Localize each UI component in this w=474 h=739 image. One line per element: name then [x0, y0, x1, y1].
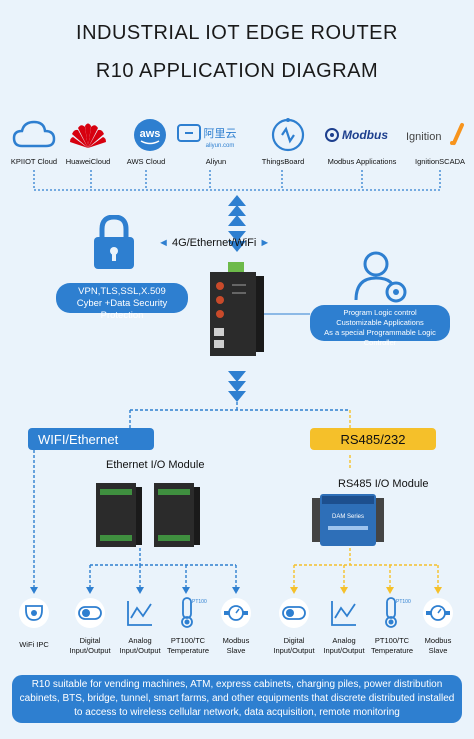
aliyun-logo-subtext: aliyun.com [206, 143, 235, 149]
rs485-pill: RS485/232 [310, 428, 436, 450]
plc-text-line1: Program Logic control [343, 308, 417, 317]
kpiiot-cloud-icon [8, 115, 60, 155]
device-label-analog-io: Analog Input/Output [119, 636, 161, 655]
cloud-label-aliyun: Aliyun [205, 157, 227, 166]
ethernet-io-module-device [94, 477, 204, 549]
padlock-icon [92, 215, 136, 271]
plc-text-line2: Customizable Applications [336, 318, 424, 327]
cloud-label-huawei: HuaweiCloud [65, 157, 111, 166]
plc-bubble: Program Logic control Customizable Appli… [310, 305, 450, 347]
device-label-digital-io: Digital Input/Output [69, 636, 111, 655]
aliyun-logo-text: 阿里云 [204, 127, 237, 140]
cloud-label-thingsboard: ThingsBoard [261, 157, 305, 166]
flow-meter-icon [221, 598, 251, 628]
security-text-line1: VPN,TLS,SSL,X.509 [78, 286, 166, 297]
analog-wave-icon [125, 598, 155, 628]
dam-device-text: DAM Series [332, 514, 364, 520]
toggle-switch-icon [75, 598, 105, 628]
page-subtitle: R10 APPLICATION DIAGRAM [95, 60, 379, 82]
ignition-logo-icon: Ignition [404, 115, 470, 155]
rs485-io-module-label: RS485 I/O Module [338, 478, 429, 490]
thermometer-icon [176, 596, 200, 628]
thermometer-icon [380, 596, 404, 628]
wifi-ethernet-pill: WIFI/Ethernet [28, 428, 154, 450]
analog-wave-icon [329, 598, 359, 628]
toggle-switch-icon [279, 598, 309, 628]
device-label-modbus-slave: Modbus Slave [222, 636, 250, 655]
device-label-modbus-slave: Modbus Slave [424, 636, 452, 655]
modbus-logo-text: Modbus [342, 128, 388, 142]
pt100-tag: PT100 [396, 599, 411, 605]
aws-logo-text: aws [140, 128, 161, 140]
network-arrow-icon: ► [259, 237, 271, 249]
device-label-digital-io: Digital Input/Output [273, 636, 315, 655]
device-label-pt100: PT100/TC Temperature [370, 636, 414, 655]
cloud-label-ignition: IgnitionSCADA [414, 157, 466, 166]
network-arrow-icon: ◄ [158, 237, 169, 249]
network-label: ◄ 4G/Ethernet/WiFi ► [158, 237, 270, 249]
device-label-pt100: PT100/TC Temperature [166, 636, 210, 655]
cloud-label-aws: AWS Cloud [126, 157, 166, 166]
modbus-logo-icon: Modbus [322, 115, 394, 155]
cloud-label-modbus: Modbus Applications [327, 157, 397, 166]
camera-icon [19, 598, 49, 628]
page-title: INDUSTRIAL IOT EDGE ROUTER [76, 22, 398, 44]
ignition-logo-text: Ignition [406, 131, 441, 143]
flow-meter-icon [423, 598, 453, 628]
router-device [208, 262, 266, 358]
huawei-logo-icon [62, 115, 114, 155]
rs485-io-module-device: DAM Series [312, 492, 384, 548]
aws-logo-icon: aws [124, 115, 176, 155]
device-label-wifi-ipc: WiFi IPC [19, 640, 49, 649]
security-bubble: VPN,TLS,SSL,X.509 Cyber +Data Security P… [56, 283, 188, 321]
plc-text-line3: As a special Programmable Logic Controll… [324, 328, 436, 347]
cloud-label-kpiiot: KPIIOT Cloud [10, 157, 58, 166]
network-label-text: 4G/Ethernet/WiFi [171, 237, 257, 249]
user-gear-icon [352, 248, 412, 304]
thingsboard-logo-icon [262, 115, 314, 155]
device-label-analog-io: Analog Input/Output [323, 636, 365, 655]
security-text-line2: Cyber +Data Security Protection [76, 298, 168, 321]
pt100-tag: PT100 [192, 599, 207, 605]
ethernet-io-module-label: Ethernet I/O Module [106, 459, 205, 471]
footer-description: R10 suitable for vending machines, ATM, … [12, 675, 462, 723]
aliyun-logo-icon: 阿里云 aliyun.com [176, 115, 242, 155]
